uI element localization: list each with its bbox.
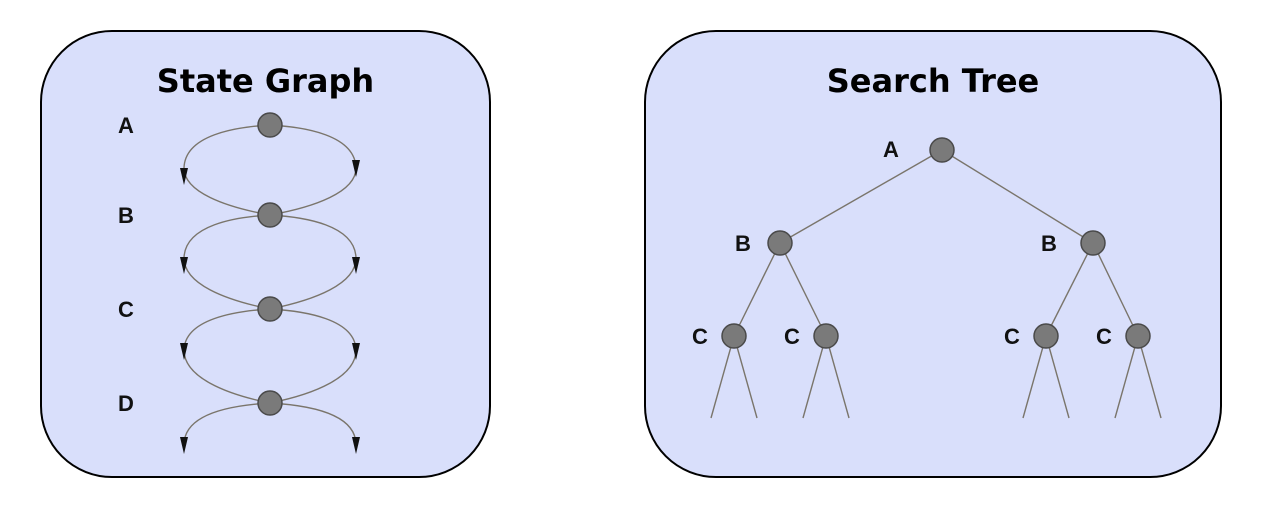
tree-label-c: C <box>784 324 800 349</box>
tree-node-c <box>1125 323 1151 349</box>
tree-leaf-edge <box>1114 335 1139 419</box>
state-node-c <box>257 296 283 322</box>
state-edge-c-d-left <box>183 308 271 404</box>
tree-node-c <box>1033 323 1059 349</box>
tree-leaf-edge <box>825 335 850 419</box>
state-label-b: B <box>118 203 134 228</box>
tree-label-b: B <box>1041 231 1057 256</box>
tree-edge <box>779 242 827 337</box>
arrowhead <box>352 160 360 177</box>
tree-edge <box>733 242 781 337</box>
tree-label-c: C <box>1004 324 1020 349</box>
tree-edge <box>1045 242 1094 337</box>
state-edge-d-out-left <box>183 402 271 445</box>
state-node-b <box>257 202 283 228</box>
tree-edge <box>941 149 1094 244</box>
state-edge-a-b-left <box>183 124 271 216</box>
tree-leaf-edge <box>802 335 827 419</box>
state-graph: A B C D <box>118 112 360 454</box>
tree-edge <box>779 149 943 244</box>
state-node-d <box>257 390 283 416</box>
tree-node-c <box>813 323 839 349</box>
search-tree: A B B C C C C <box>692 137 1162 419</box>
state-node-a <box>257 112 283 138</box>
search-tree-title: Search Tree <box>826 62 1040 100</box>
state-graph-title: State Graph <box>156 62 375 100</box>
tree-label-b: B <box>735 231 751 256</box>
state-edge-d-out-right <box>269 402 357 445</box>
arrowhead <box>180 257 188 274</box>
arrowhead <box>352 437 360 454</box>
tree-label-root: A <box>883 137 899 162</box>
tree-node-b-right <box>1080 230 1106 256</box>
tree-leaf-edge <box>1137 335 1162 419</box>
tree-leaf-edge <box>1022 335 1047 419</box>
state-edge-b-c-left <box>183 214 271 310</box>
tree-label-c: C <box>692 324 708 349</box>
state-edge-c-d-right <box>269 308 357 404</box>
arrowhead <box>180 437 188 454</box>
state-edge-b-c-right <box>269 214 357 310</box>
search-tree-panel: Search Tree <box>644 30 1222 478</box>
tree-node-c <box>721 323 747 349</box>
arrowhead <box>352 257 360 274</box>
state-label-a: A <box>118 113 134 138</box>
tree-leaf-edge <box>1045 335 1070 419</box>
state-label-c: C <box>118 297 134 322</box>
tree-node-b-left <box>767 230 793 256</box>
tree-edge <box>1092 242 1139 337</box>
tree-leaf-edge <box>710 335 735 419</box>
tree-leaf-edge <box>733 335 758 419</box>
arrowhead <box>180 343 188 360</box>
tree-label-c: C <box>1096 324 1112 349</box>
state-edge-a-b-right <box>269 124 357 216</box>
state-label-d: D <box>118 391 134 416</box>
arrowhead <box>352 343 360 360</box>
arrowhead <box>180 168 188 185</box>
tree-node-root <box>929 137 955 163</box>
